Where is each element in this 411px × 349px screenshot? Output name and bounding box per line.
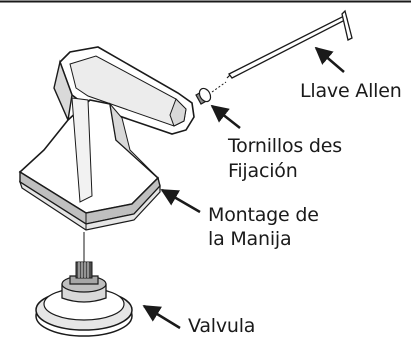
handle-body-drawing: [18, 97, 161, 231]
valve-arrow: [142, 304, 181, 330]
set-screw-arrow: [210, 104, 241, 129]
allen-key-label: Llave Allen: [300, 80, 402, 102]
handle-lever-drawing: [53, 46, 195, 135]
handle-assembly-label-line1: Montage de: [208, 204, 319, 226]
valve-label: Valvula: [188, 315, 256, 337]
handle-assembly-arrow: [160, 188, 201, 214]
handle-assembly-label-line2: la Manija: [208, 228, 292, 250]
set-screw-drawing: [195, 81, 227, 105]
valve-drawing: [35, 261, 133, 337]
allen-key-drawing: [226, 9, 353, 79]
set-screw-label-line2: Fijación: [228, 160, 298, 182]
allen-key-arrow: [314, 46, 345, 73]
set-screw-label-line1: Tornillos des: [228, 135, 342, 157]
